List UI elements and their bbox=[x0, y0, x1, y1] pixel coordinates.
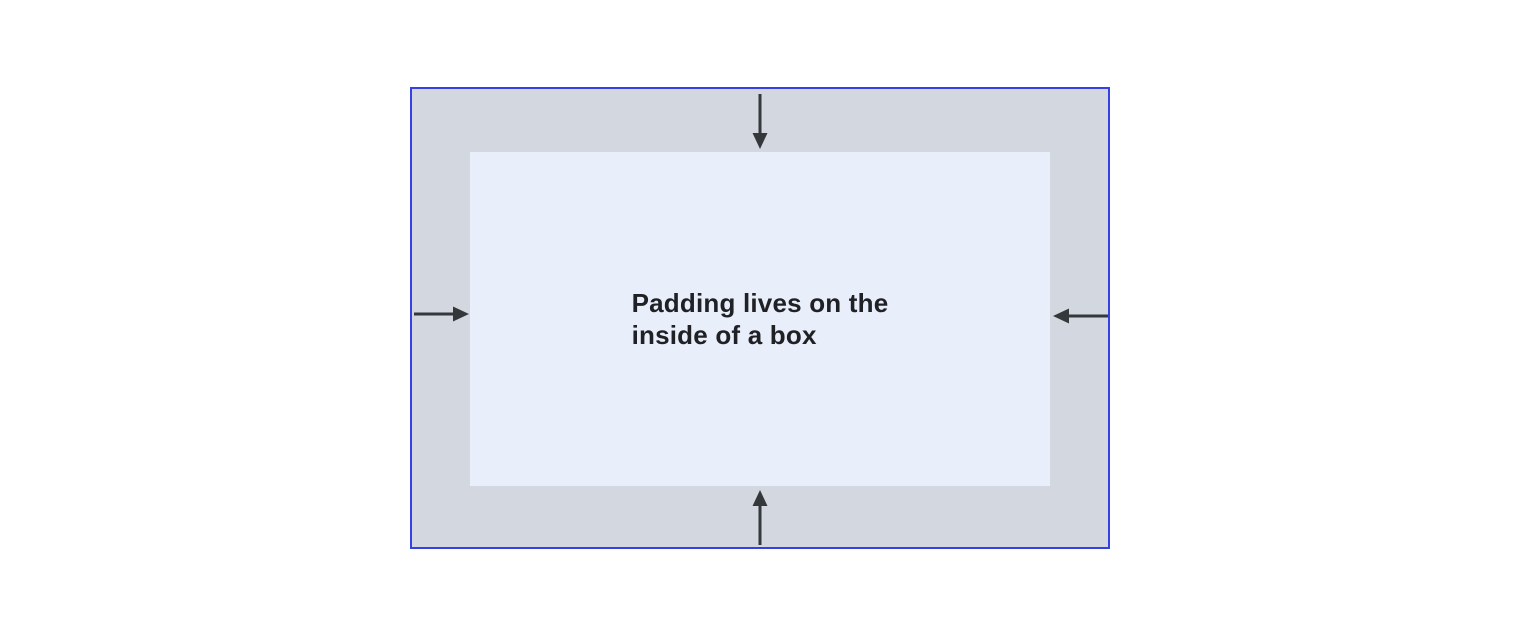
diagram-caption: Padding lives on the inside of a box bbox=[632, 287, 889, 351]
caption-line: Padding lives on the bbox=[631, 288, 889, 318]
arrow-up-icon bbox=[752, 490, 768, 545]
arrow-right-icon bbox=[414, 306, 469, 322]
arrow-left-icon bbox=[1053, 308, 1108, 324]
arrow-down-icon bbox=[752, 94, 768, 149]
padding-box: Padding lives on the inside of a box bbox=[410, 87, 1110, 549]
caption-line: inside of a box bbox=[631, 320, 817, 350]
content-box: Padding lives on the inside of a box bbox=[470, 152, 1050, 486]
